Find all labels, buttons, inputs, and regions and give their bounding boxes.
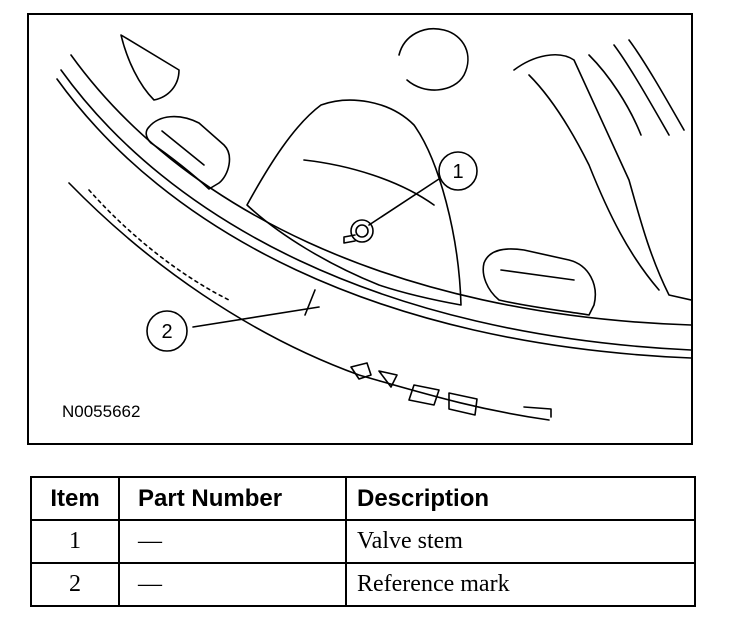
wheel-diagram: 1 2 N0055662: [27, 13, 693, 445]
svg-text:1: 1: [452, 161, 463, 183]
valve-stem: [343, 219, 374, 244]
callout-2: 2: [146, 310, 188, 352]
wheel-illustration: 1 2: [56, 28, 691, 421]
cell-part-number: —: [118, 562, 347, 607]
callout-1: 1: [438, 151, 478, 191]
table-header-row: Item Part Number Description: [30, 476, 696, 521]
table-row: 2 — Reference mark: [30, 562, 696, 607]
table-row: 1 — Valve stem: [30, 519, 696, 564]
cell-item: 1: [30, 519, 120, 564]
figure-id: N0055662: [62, 402, 141, 421]
tire-sidewall: [68, 182, 550, 421]
svg-text:2: 2: [161, 321, 172, 343]
spoke-window-1: [145, 115, 231, 190]
tire-lettering: [350, 362, 552, 418]
rim-outer-edge: [70, 54, 691, 326]
cell-item: 2: [30, 562, 120, 607]
rim-lip-line: [56, 78, 691, 359]
reference-mark: [304, 289, 316, 316]
spoke-shape-upper: [120, 34, 180, 101]
hub-circle: [398, 28, 469, 91]
spoke-right: [513, 54, 691, 301]
callout-1-leader: [368, 176, 443, 226]
header-item: Item: [30, 476, 120, 521]
cell-part-number: —: [118, 519, 347, 564]
spoke-window-center: [246, 99, 462, 306]
cell-description: Reference mark: [345, 562, 696, 607]
tire-sidewall-texture: [88, 189, 230, 301]
header-description: Description: [345, 476, 696, 521]
cell-description: Valve stem: [345, 519, 696, 564]
rim-flange-line: [60, 69, 691, 351]
parts-table: Item Part Number Description 1 — Valve s…: [30, 476, 696, 607]
spoke-window-2: [482, 248, 596, 316]
header-part-number: Part Number: [118, 476, 347, 521]
callout-2-leader: [192, 306, 320, 328]
